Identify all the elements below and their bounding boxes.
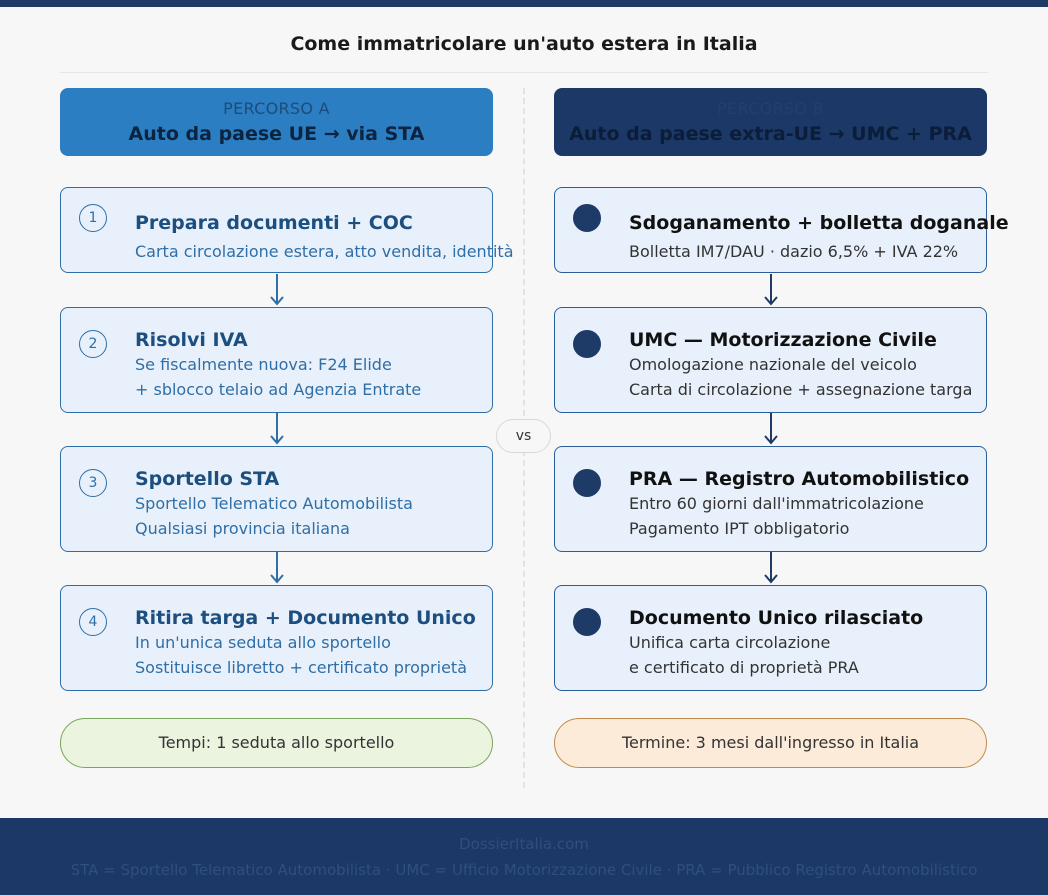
arrow-down-icon	[764, 552, 778, 584]
path-b-kicker: PERCORSO B	[717, 99, 824, 118]
path-b-route: Auto da paese extra-UE → UMC + PRA	[569, 123, 972, 145]
path-b-step-2: 2 UMC — Motorizzazione Civile Omologazio…	[554, 307, 987, 413]
step-line-2: Carta di circolazione + assegnazione tar…	[629, 380, 973, 399]
step-number: 1	[79, 204, 107, 232]
step-line-1: Se fiscalmente nuova: F24 Elide	[135, 355, 392, 374]
path-b-step-4: 4 Documento Unico rilasciato Unifica car…	[554, 585, 987, 691]
arrow-down-icon	[270, 413, 284, 445]
path-a-step-4: 4 Ritira targa + Documento Unico In un'u…	[60, 585, 493, 691]
path-b-header: PERCORSO B Auto da paese extra-UE → UMC …	[554, 88, 987, 156]
footer-brand: DossierItalia.com	[459, 835, 589, 853]
step-title: Risolvi IVA	[135, 329, 248, 351]
step-line-1: Omologazione nazionale del veicolo	[629, 355, 917, 374]
footer: DossierItalia.com STA = Sportello Telema…	[0, 818, 1048, 895]
step-title: Sportello STA	[135, 468, 280, 490]
step-number: 2	[573, 330, 601, 358]
step-title: PRA — Registro Automobilistico	[629, 468, 970, 490]
arrow-down-icon	[764, 413, 778, 445]
path-b-step-1: 1 Sdoganamento + bolletta doganale Bolle…	[554, 187, 1009, 273]
step-line-2: Qualsiasi provincia italiana	[135, 519, 350, 538]
step-number: 1	[573, 204, 601, 232]
path-b-time-note: Termine: 3 mesi dall'ingresso in Italia	[554, 718, 987, 768]
path-a-kicker: PERCORSO A	[223, 99, 330, 118]
step-line-1: Entro 60 giorni dall'immatricolazione	[629, 494, 924, 513]
path-a-route: Auto da paese UE → via STA	[128, 123, 425, 145]
step-line-2: + sblocco telaio ad Agenzia Entrate	[135, 380, 422, 399]
step-title: Ritira targa + Documento Unico	[135, 607, 476, 629]
step-title: Prepara documenti + COC	[135, 212, 413, 234]
step-number: 3	[573, 469, 601, 497]
step-line-1: In un'unica seduta allo sportello	[135, 633, 391, 652]
vs-badge: vs	[496, 419, 551, 453]
step-number: 2	[79, 330, 107, 358]
top-accent-bar	[0, 0, 1048, 7]
step-line-2: e certificato di proprietà PRA	[629, 658, 859, 677]
step-line-1: Unifica carta circolazione	[629, 633, 831, 652]
step-line-1: Sportello Telematico Automobilista	[135, 494, 413, 513]
path-a-step-3: 3 Sportello STA Sportello Telematico Aut…	[60, 446, 493, 552]
footer-legend: STA = Sportello Telematico Automobilista…	[70, 861, 978, 879]
step-title: UMC — Motorizzazione Civile	[629, 329, 937, 351]
step-title: Documento Unico rilasciato	[629, 607, 924, 629]
step-title: Sdoganamento + bolletta doganale	[629, 212, 1009, 234]
step-line-2: Sostituisce libretto + certificato propr…	[135, 658, 467, 677]
step-number: 3	[79, 469, 107, 497]
path-b-step-3: 3 PRA — Registro Automobilistico Entro 6…	[554, 446, 987, 552]
step-line-1: Carta circolazione estera, atto vendita,…	[135, 242, 514, 261]
step-line-2: Pagamento IPT obbligatorio	[629, 519, 850, 538]
path-a-time-note: Tempi: 1 seduta allo sportello	[60, 718, 493, 768]
step-number: 4	[79, 608, 107, 636]
title-divider	[60, 72, 988, 73]
arrow-down-icon	[270, 274, 284, 306]
path-a-header: PERCORSO A Auto da paese UE → via STA	[60, 88, 493, 156]
path-a-step-2: 2 Risolvi IVA Se fiscalmente nuova: F24 …	[60, 307, 493, 413]
path-a-step-1: 1 Prepara documenti + COC Carta circolaz…	[60, 187, 514, 273]
arrow-down-icon	[764, 274, 778, 306]
page-title: Come immatricolare un'auto estera in Ita…	[290, 33, 758, 55]
arrow-down-icon	[270, 552, 284, 584]
step-number: 4	[573, 608, 601, 636]
step-line-1: Bolletta IM7/DAU · dazio 6,5% + IVA 22%	[629, 242, 959, 261]
